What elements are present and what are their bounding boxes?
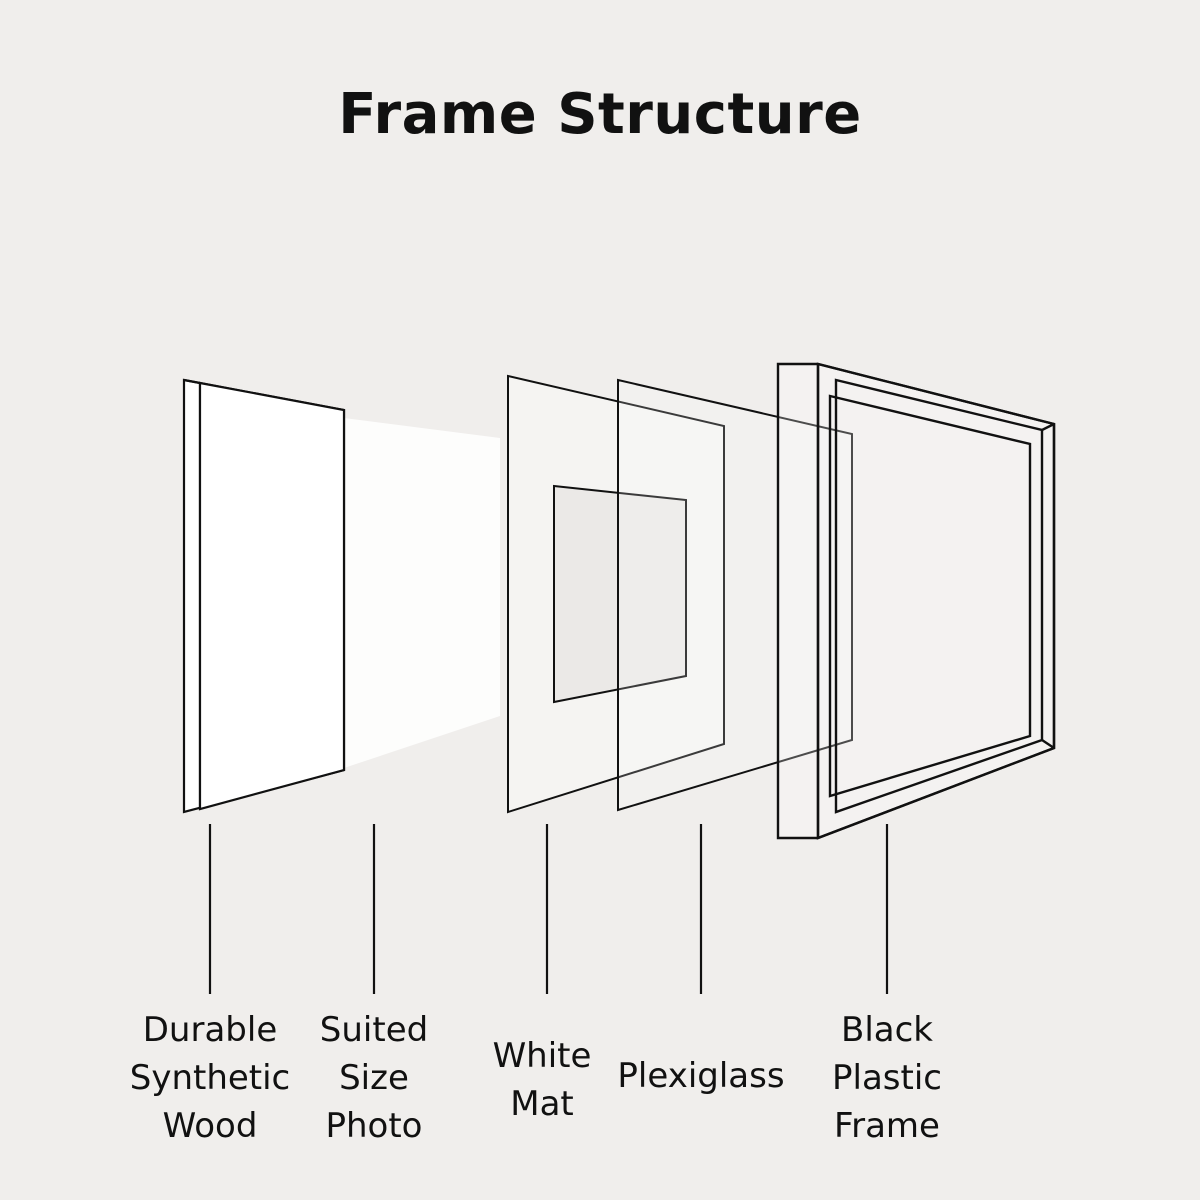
label-mat: White Mat [492, 1036, 592, 1124]
label-photo: Suited Size Photo [319, 1010, 429, 1146]
glass-layer [617, 378, 853, 812]
photo-layer [344, 418, 500, 768]
backboard-layer [182, 378, 346, 814]
label-frame: Black Plastic Frame [832, 1010, 942, 1146]
mat-window [553, 484, 687, 704]
label-backboard: Durable Synthetic Wood [129, 1010, 291, 1146]
mat-layer [507, 374, 725, 814]
page-title: Frame Structure [338, 82, 862, 147]
frame-layer [776, 362, 1056, 840]
label-glass: Plexiglass [617, 1056, 785, 1096]
